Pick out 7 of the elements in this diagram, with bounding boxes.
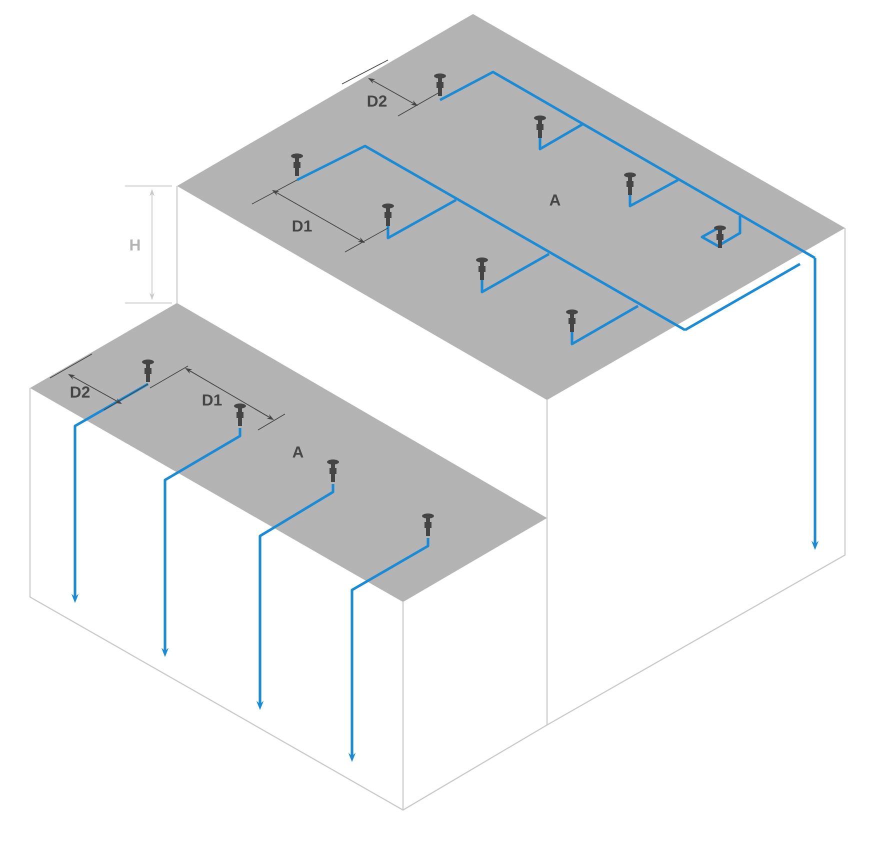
dimension-label: D2 — [70, 386, 90, 398]
dimension-label: D1 — [292, 220, 312, 232]
dimension-label: H — [130, 240, 140, 250]
dimension-label: D2 — [368, 95, 387, 107]
dimension-label: D1 — [202, 394, 222, 406]
area-label: A — [550, 194, 560, 206]
area-label: A — [292, 446, 304, 458]
